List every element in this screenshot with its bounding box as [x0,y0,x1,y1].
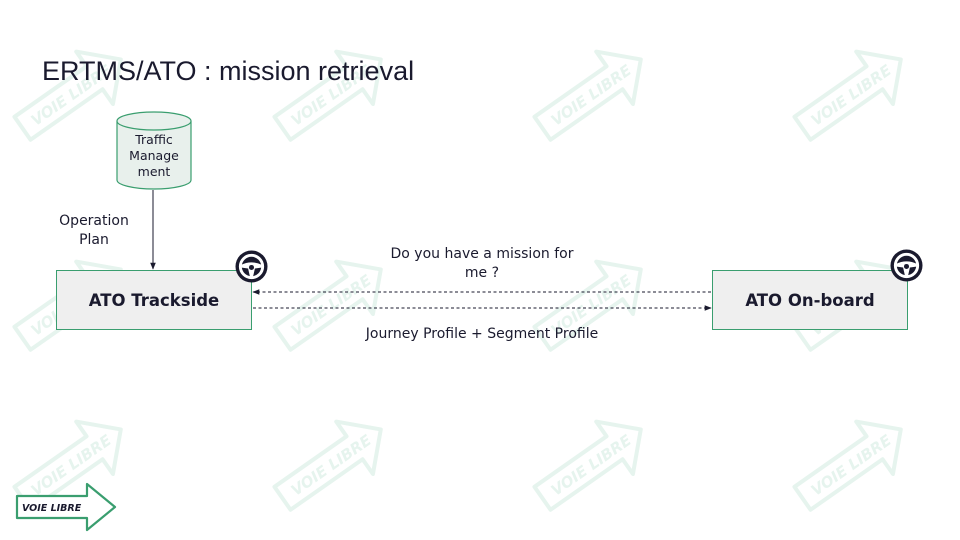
database-label-line: Manage [129,148,179,163]
operation-plan-line: Operation [59,213,129,229]
ato-onboard-box: ATO On-board [712,270,908,330]
logo-text: VOIE LIBRE [22,503,82,514]
journey-profile-label: Journey Profile + Segment Profile [365,326,599,342]
traffic-management-database [116,111,192,190]
slide-title: ERTMS/ATO : mission retrieval [42,56,415,86]
ato-trackside-label: ATO Trackside [88,290,220,310]
mission-request-line: me ? [464,265,500,281]
mission-request-label: Do you have a mission for me ? [366,245,598,283]
database-label-line: ment [137,164,171,179]
database-label-line: Traffic [135,132,173,147]
steering-wheel-icon [235,250,268,283]
voie-libre-logo: VOIE LIBRE [15,482,117,532]
mission-request-line: Do you have a mission for [390,246,574,262]
operation-plan-line: Plan [79,232,109,248]
operation-plan-label: Operation Plan [40,212,148,250]
ato-onboard-label: ATO On-board [745,290,875,310]
ato-trackside-box: ATO Trackside [56,270,252,330]
database-label: Traffic Manage ment [118,132,190,180]
steering-wheel-icon [890,249,923,282]
